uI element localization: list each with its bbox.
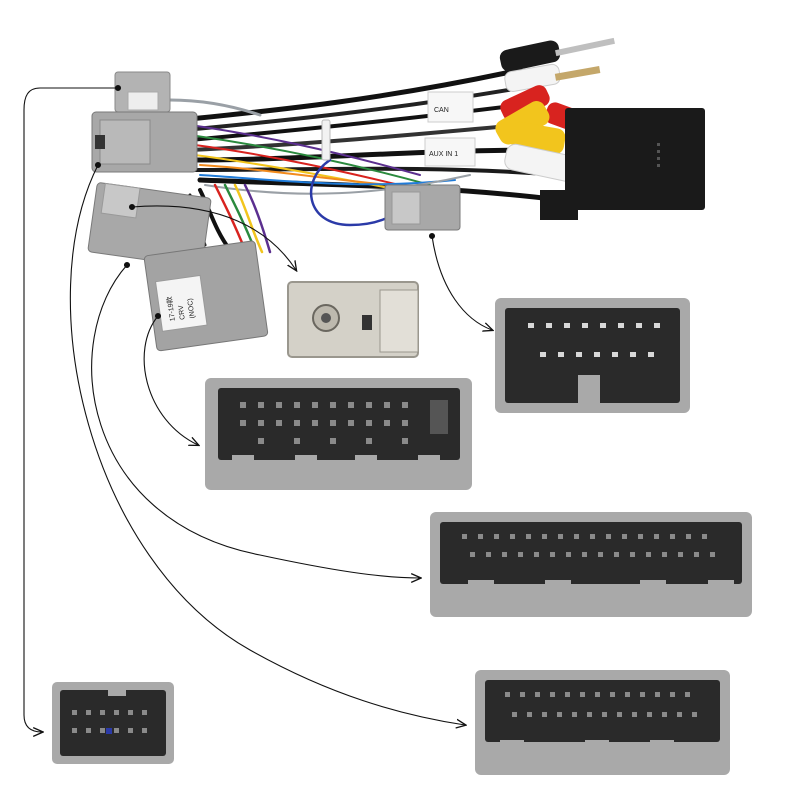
connector-face-d	[52, 682, 174, 764]
small-gray-connector	[384, 184, 461, 231]
connector-face-b	[205, 378, 472, 490]
antenna-connector	[287, 281, 419, 358]
tag-aux: AUX IN 1	[429, 151, 458, 158]
small-white-connector	[114, 71, 171, 113]
tag-can: CAN	[434, 107, 449, 114]
pointer-arrows	[23, 84, 492, 733]
harness-plug-main: 17-19款 CRV (NOC)	[143, 240, 269, 352]
rca-plugs: CAN AUX IN 1	[424, 37, 615, 183]
cable-tie	[321, 119, 331, 161]
harness-plug-top	[91, 111, 198, 173]
wire-bundle	[168, 67, 563, 254]
main-tag-line2: CRV	[178, 304, 187, 320]
connector-face-e	[475, 670, 730, 775]
can-box-module	[540, 108, 705, 220]
main-tag-line3: (NOC)	[187, 298, 197, 319]
connector-face-a	[495, 298, 690, 413]
connector-face-c	[430, 512, 752, 617]
harness-plug-middle	[87, 182, 212, 268]
